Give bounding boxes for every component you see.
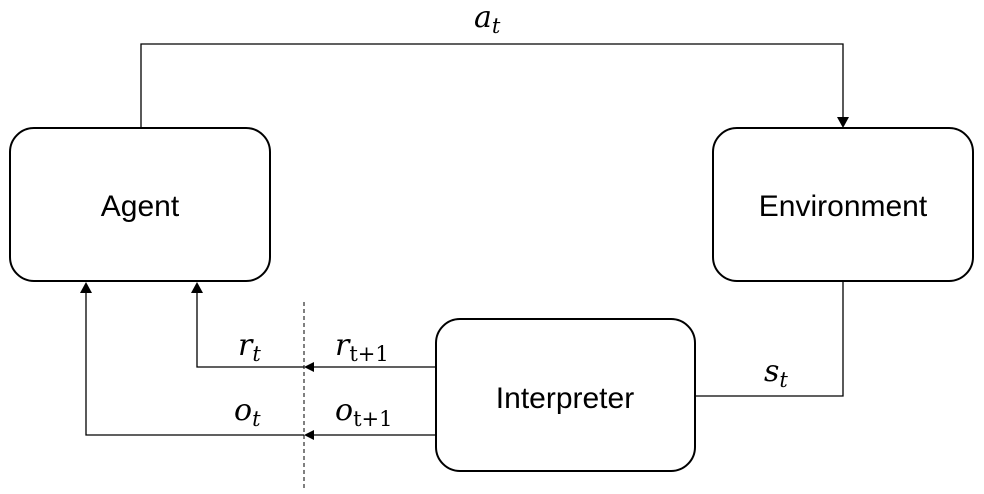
obs-out-label: ot [234,393,261,431]
reward-arrowhead-in [304,362,314,372]
observation-arrowhead-in [304,430,314,440]
reward-arrowhead-agent [191,282,203,293]
state-label: st [764,354,788,392]
observation-arrowhead-agent [80,282,92,293]
interpreter-node: Interpreter [435,318,696,472]
observation-edge [80,282,436,440]
agent-node: Agent [9,127,271,282]
environment-node: Environment [712,127,974,282]
agent-label: Agent [101,190,180,223]
reward-out-label: rt [238,328,261,366]
environment-label: Environment [759,190,928,223]
action-edge [140,43,849,128]
action-label: at [474,0,501,38]
state-edge [695,281,844,397]
reward-edge [191,282,436,372]
reward-in-label: rt+1 [335,328,389,366]
interpreter-label: Interpreter [496,382,634,415]
action-arrowhead [837,117,849,128]
obs-in-label: ot+1 [335,393,392,431]
